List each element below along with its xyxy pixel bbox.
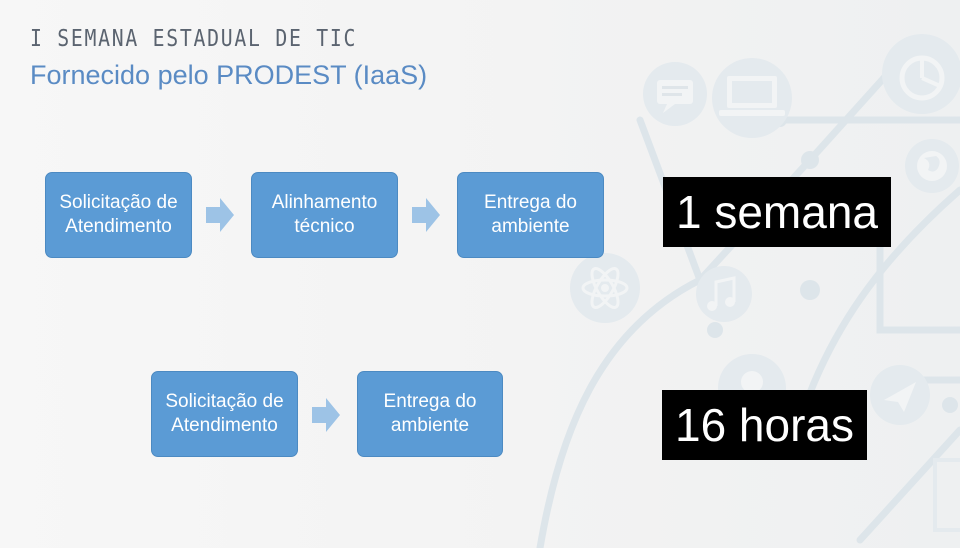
arrow-right-icon	[412, 198, 440, 232]
flow1-duration: 1 semana	[663, 177, 891, 247]
flow2-duration: 16 horas	[662, 390, 867, 460]
step-label: Alinhamento técnico	[271, 192, 378, 237]
globe-icon	[905, 139, 959, 193]
step-label: Solicitação de Atendimento	[165, 391, 284, 436]
step-label: Entrega do ambiente	[383, 391, 477, 436]
laptop-icon	[712, 58, 792, 138]
step-label: Entrega do ambiente	[484, 192, 577, 237]
chat-bubble-icon	[643, 62, 707, 126]
music-note-icon	[696, 266, 752, 322]
event-title: I SEMANA ESTADUAL DE TIC	[30, 26, 358, 52]
atom-icon	[570, 253, 640, 323]
slide-title: Fornecido pelo PRODEST (IaaS)	[30, 60, 428, 90]
flow2-step-delivery: Entrega do ambiente	[357, 371, 503, 457]
flow1-step-request: Solicitação de Atendimento	[45, 172, 192, 258]
flow2-step-request: Solicitação de Atendimento	[151, 371, 298, 457]
step-label: Solicitação de Atendimento	[59, 192, 178, 237]
document-outline-icon	[933, 458, 960, 532]
flow1-step-alignment: Alinhamento técnico	[251, 172, 398, 258]
paper-plane-icon	[870, 365, 930, 425]
pie-chart-icon	[882, 34, 960, 114]
arrow-right-icon	[312, 398, 340, 432]
arrow-right-icon	[206, 198, 234, 232]
flow1-step-delivery: Entrega do ambiente	[457, 172, 604, 258]
